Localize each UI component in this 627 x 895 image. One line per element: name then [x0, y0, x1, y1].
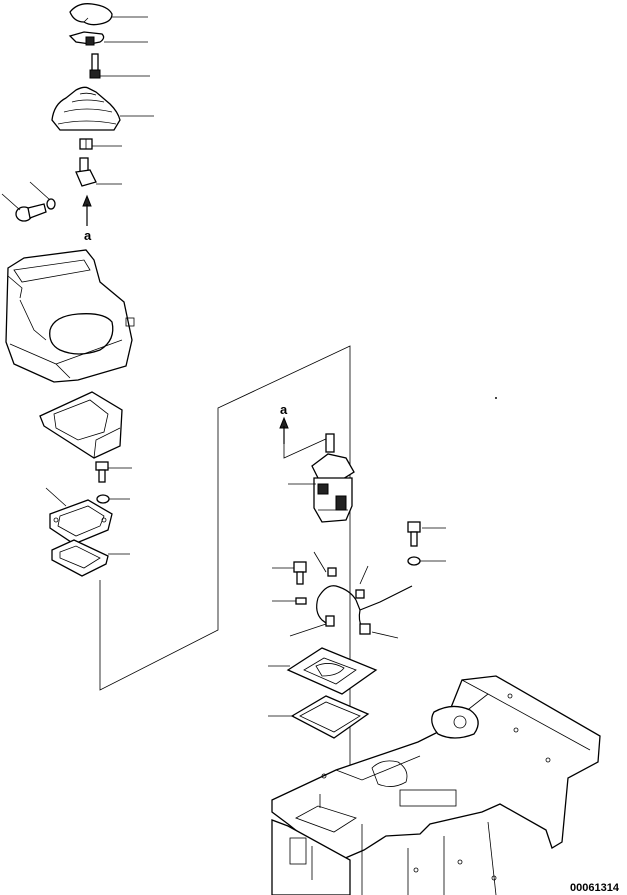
view-marker-upper: a — [84, 228, 92, 243]
lever-rod — [89, 53, 101, 79]
bolt-right-top — [407, 521, 421, 547]
bolt-and-washer-left — [15, 198, 56, 222]
stray-dot — [494, 396, 497, 399]
leader-line-washer-left — [29, 181, 51, 201]
valve-gasket — [290, 695, 370, 739]
view-marker-lower: a — [280, 402, 288, 417]
pilot-control-valve — [311, 433, 355, 523]
washer-right — [407, 556, 421, 566]
machine-frame — [271, 675, 601, 895]
view-arrow-upper — [82, 194, 92, 226]
leader-line-harness-c — [289, 623, 327, 637]
leader-line-bolt-left — [1, 193, 21, 211]
leader-line-harness-b — [359, 565, 369, 585]
wiring-harness — [316, 567, 413, 635]
valve-mount-plate — [286, 647, 378, 695]
gasket-plate-lower — [51, 539, 109, 577]
view-arrow-lower — [279, 416, 289, 444]
figure-code: 00061314 — [570, 882, 620, 894]
console-cover — [5, 249, 135, 383]
washer-center — [96, 494, 110, 504]
knob-bracket — [68, 31, 105, 46]
mounting-bracket — [39, 391, 123, 459]
washer-right-left — [295, 597, 307, 605]
bolt-right-left — [293, 561, 307, 585]
leader-line-gasket-upper — [45, 487, 67, 507]
lever-knob — [69, 3, 113, 26]
leader-line-harness-a — [313, 551, 327, 573]
bolt-center — [95, 461, 109, 483]
rubber-boot — [51, 86, 121, 131]
lever-joint — [75, 157, 97, 187]
lock-nut — [79, 138, 93, 150]
guide-line-valve — [283, 437, 329, 459]
gasket-plate-upper — [49, 499, 113, 545]
leader-line-harness-d — [371, 631, 399, 639]
routing-line — [99, 345, 351, 776]
